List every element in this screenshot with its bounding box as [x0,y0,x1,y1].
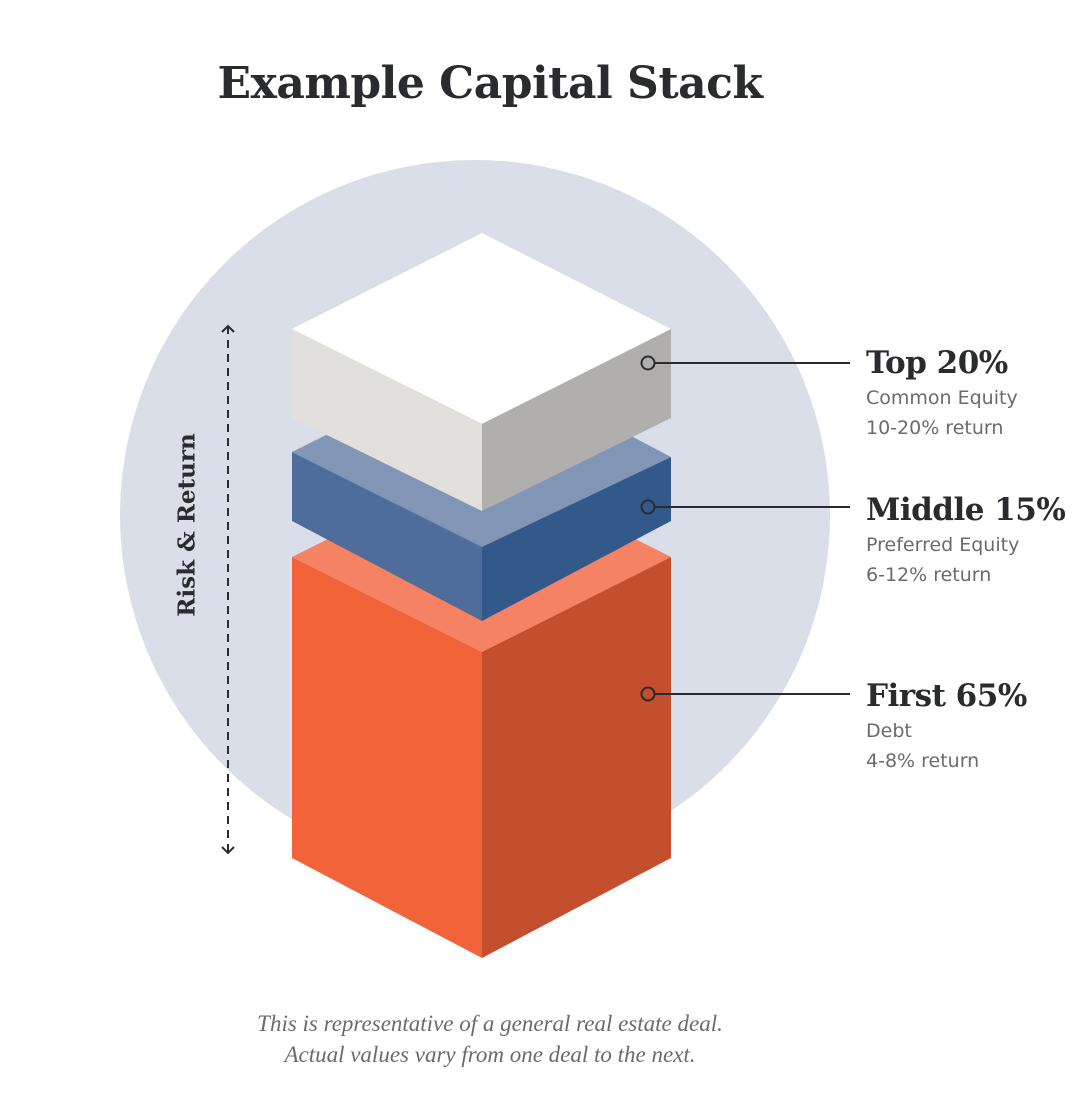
callout-middle-type: Preferred Equity [866,534,1020,556]
footnote-caption: This is representative of a general real… [0,1008,980,1070]
callout-connector-middle [640,499,850,515]
callout-top: Top 20% Common Equity 10-20% return [866,343,1018,443]
callout-middle-heading: Middle 15% [866,492,1066,528]
debt-block-right [482,557,671,958]
common-equity-block [292,233,671,511]
callout-first: First 65% Debt 4-8% return [866,676,1027,776]
debt-block-left [292,557,482,958]
callout-top-return: 10-20% return [866,417,1004,439]
callout-top-type: Common Equity [866,387,1018,409]
common-equity-block-left [292,329,482,511]
common-equity-block-right [482,329,671,511]
callout-middle: Middle 15% Preferred Equity 6-12% return [866,490,1066,590]
callout-first-return: 4-8% return [866,750,980,772]
page-title: Example Capital Stack [217,58,763,109]
preferred-equity-block-left [292,452,482,621]
callout-top-heading: Top 20% [866,345,1008,381]
preferred-equity-block-right [482,457,671,621]
callout-middle-return: 6-12% return [866,564,992,586]
callout-connector-top [640,355,850,371]
footnote-line-2: Actual values vary from one deal to the … [284,1042,696,1067]
common-equity-block-top [292,233,671,424]
callout-first-heading: First 65% [866,678,1027,714]
footnote-line-1: This is representative of a general real… [257,1011,723,1036]
callout-first-type: Debt [866,720,912,742]
risk-return-label: Risk & Return [173,433,201,617]
callout-connector-first [640,686,850,702]
